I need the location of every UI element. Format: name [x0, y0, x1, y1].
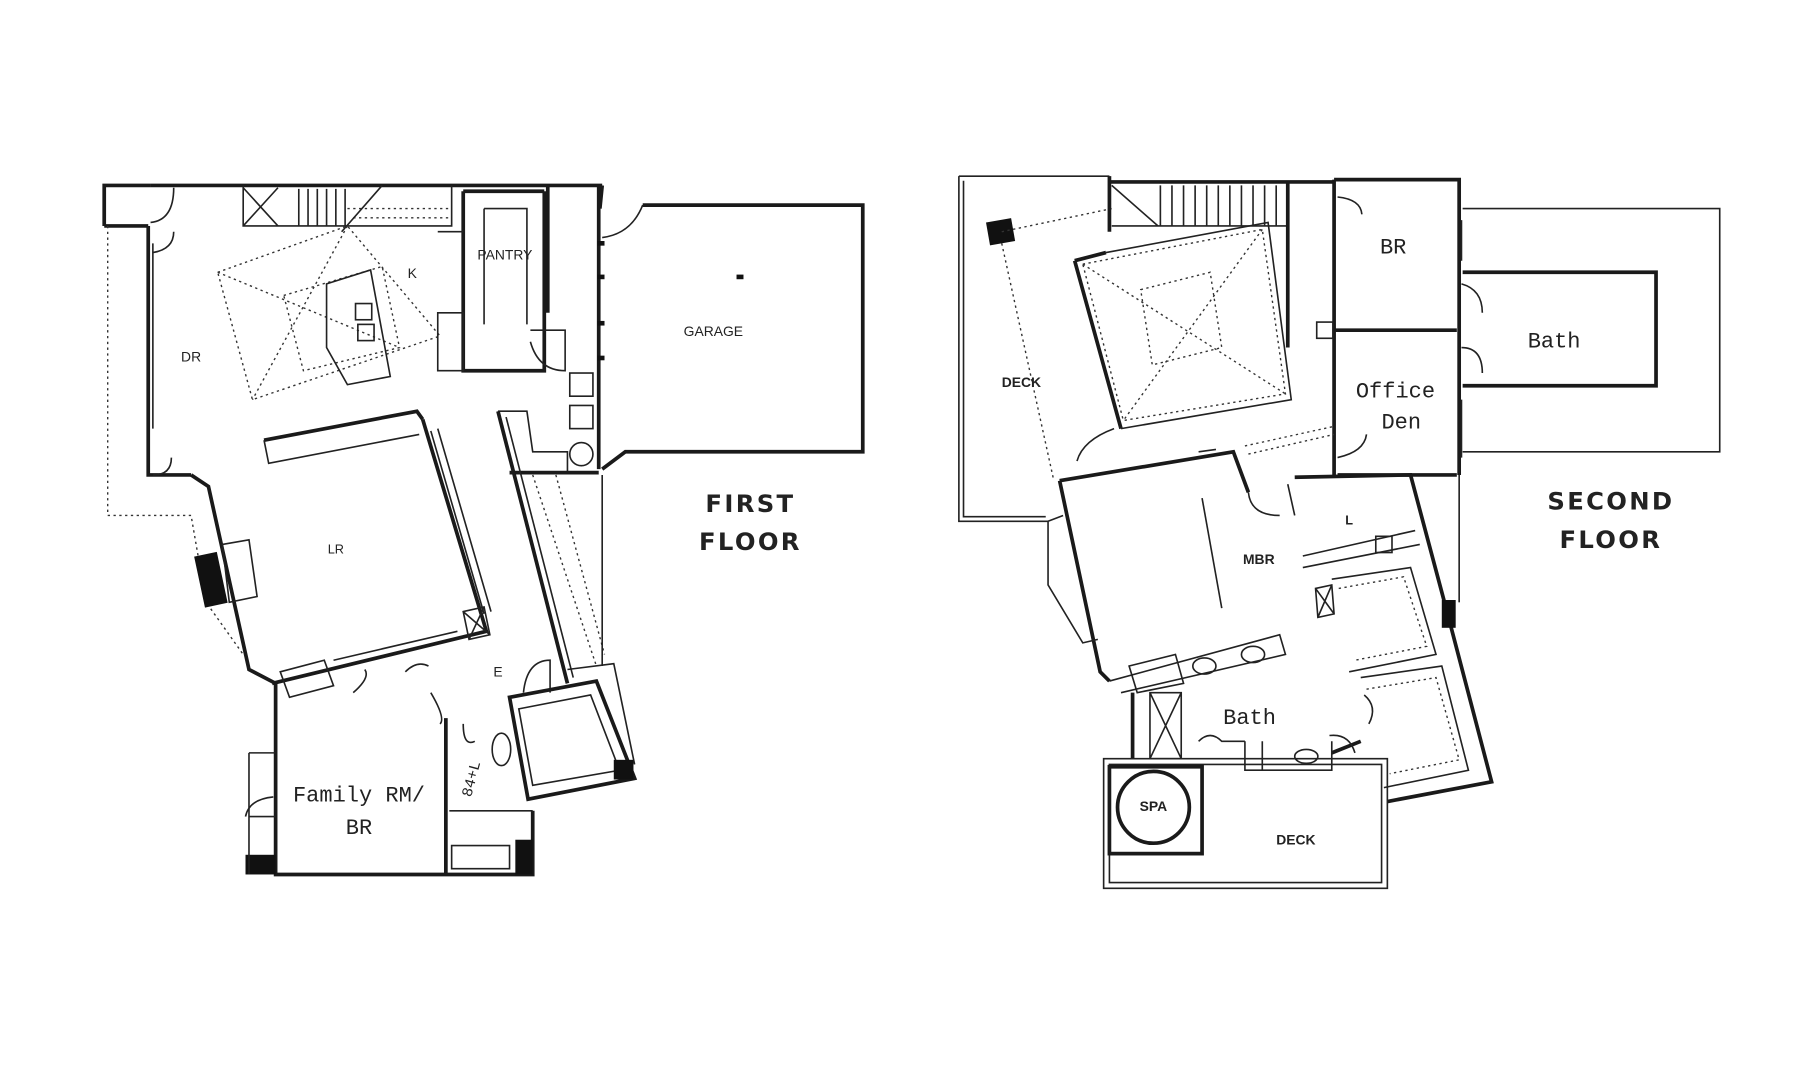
room-label-bath-wing: Bath	[1528, 330, 1581, 355]
second-floor-labels: DECK BR Bath Office Den L MBR Bath SPA D…	[1002, 236, 1674, 848]
room-label-office: Office	[1356, 379, 1435, 404]
first-floor-title-line1: FIRST	[705, 489, 795, 518]
second-floor-title-line1: SECOND	[1547, 487, 1674, 516]
room-label-br: BR	[1380, 236, 1406, 261]
room-label-pantry: PANTRY	[477, 247, 532, 263]
room-label-lr: LR	[328, 542, 344, 557]
first-floor-labels: DR K PANTRY GARAGE LR E Family RM/ BR 84…	[181, 247, 802, 841]
first-floor-title-line2: FLOOR	[699, 527, 802, 556]
second-floor-plan	[958, 175, 1721, 890]
room-label-family-line1: Family RM/	[293, 784, 425, 809]
room-label-spa: SPA	[1140, 798, 1168, 814]
second-floor-title-line2: FLOOR	[1559, 525, 1662, 554]
room-label-laundry: L	[1345, 513, 1353, 528]
room-label-garage: GARAGE	[684, 323, 743, 339]
room-label-master-bath: Bath	[1223, 706, 1276, 731]
room-label-deck-lower: DECK	[1276, 831, 1315, 847]
room-label-family-line2: BR	[346, 816, 372, 841]
room-label-entry: E	[493, 663, 502, 679]
handwritten-note: 84+L	[458, 759, 485, 799]
first-floor-plan	[102, 183, 865, 877]
room-label-deck-upper: DECK	[1002, 374, 1041, 390]
room-label-den: Den	[1381, 411, 1421, 436]
room-label-dr: DR	[181, 348, 201, 364]
room-label-kitchen: K	[408, 265, 418, 281]
room-label-mbr: MBR	[1243, 551, 1275, 567]
